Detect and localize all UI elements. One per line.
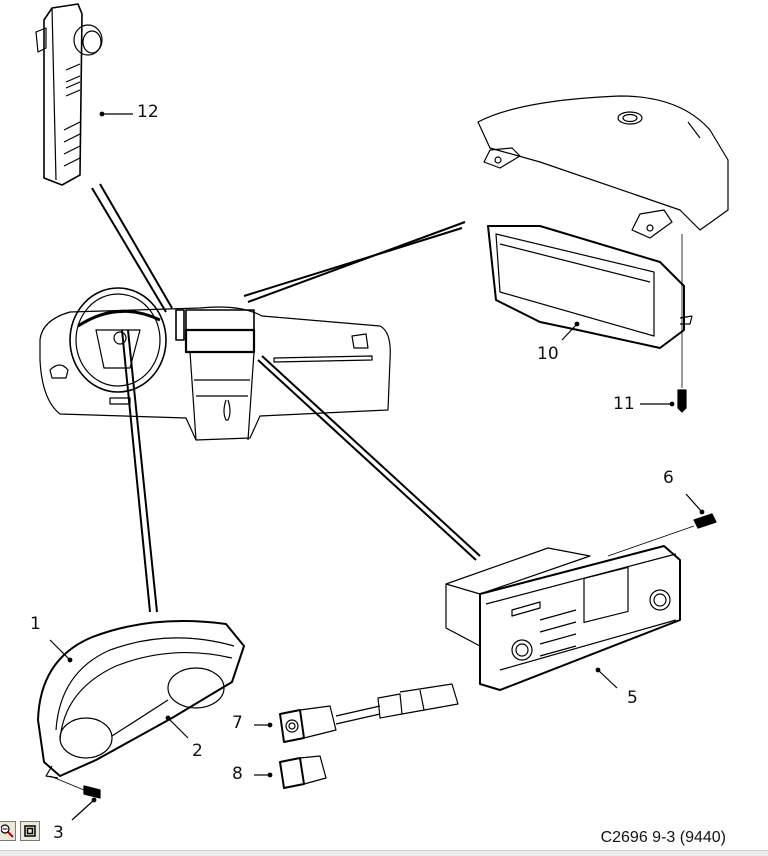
part-5-control-unit [445, 545, 681, 691]
bottom-scroll-edge [0, 850, 768, 856]
part-7-connector [279, 683, 459, 743]
callout-1: 1 [30, 614, 41, 634]
leader-12 [99, 111, 133, 117]
magnifier-zoom-icon [0, 824, 14, 838]
leader-7 [254, 722, 273, 728]
leader-8 [254, 772, 273, 778]
callout-7: 7 [232, 713, 243, 733]
figure-caption: C2696 9-3 (9440) [600, 829, 726, 846]
callout-5: 5 [627, 688, 638, 708]
part-10-display-cover [477, 95, 729, 239]
leader-1 [49, 639, 73, 663]
callout-8: 8 [232, 764, 243, 784]
connector-lines [91, 183, 481, 613]
part-11-screw [640, 234, 687, 413]
part-10-information-display [487, 225, 693, 349]
callout-12: 12 [137, 102, 159, 122]
callout-6: 6 [663, 468, 674, 488]
part-1-2-instrument-cluster [37, 620, 245, 779]
part-12-light-switch [35, 3, 103, 186]
part-8-blank-cover [279, 755, 327, 789]
callout-10: 10 [537, 344, 559, 364]
part-3-screw [49, 775, 101, 821]
viewer-toolbar [0, 821, 40, 843]
callout-3: 3 [53, 823, 64, 843]
zoom-button[interactable] [0, 821, 16, 841]
callout-11: 11 [613, 394, 635, 414]
fit-view-button[interactable] [20, 821, 40, 841]
leader-10 [561, 321, 580, 341]
fit-frame-icon [24, 825, 36, 837]
leader-2 [165, 715, 189, 739]
dashboard-overview [39, 287, 391, 441]
part-6-screw [607, 493, 717, 557]
leader-5 [595, 667, 618, 689]
callout-2: 2 [192, 741, 203, 761]
